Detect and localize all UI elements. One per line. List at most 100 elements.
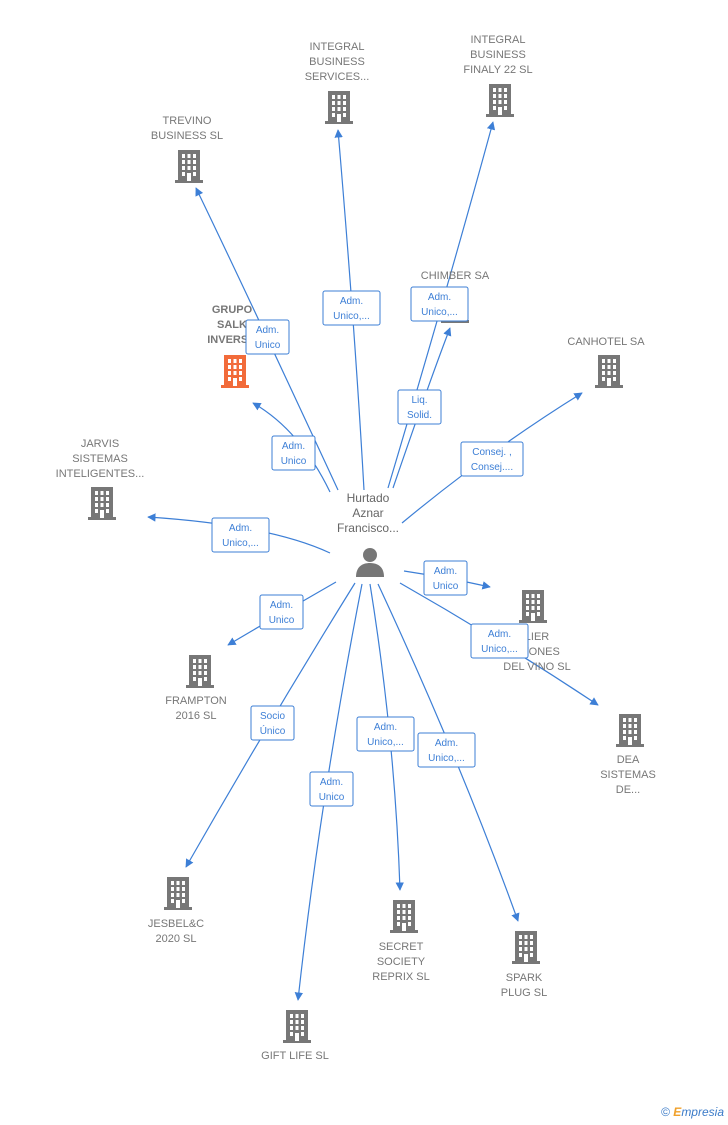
copyright-symbol: © — [661, 1105, 670, 1119]
edge-label-lier-utones[interactable]: Adm. Unico — [423, 560, 468, 596]
edge-label-frampton[interactable]: Adm.Unico — [259, 594, 304, 630]
company-label-line: SISTEMAS — [72, 453, 128, 465]
company-label-line: INTEGRAL — [309, 41, 364, 53]
company-label-line: JESBEL&C — [148, 918, 204, 930]
company-node-gift-life[interactable]: GIFT LIFE SL — [261, 1010, 329, 1062]
company-label-line: SECRET — [379, 941, 424, 953]
edge-label-box — [470, 623, 529, 659]
edge-label-line: Unico — [319, 792, 345, 803]
center-label-line: Hurtado — [347, 491, 390, 505]
company-label-line: INTELIGENTES... — [56, 468, 145, 480]
edge-label-line: Adm. — [374, 722, 397, 733]
building-icon — [595, 355, 623, 388]
edge-label-line: Adm. — [435, 738, 458, 749]
edge-label-box — [271, 435, 316, 471]
building-icon — [283, 1010, 311, 1043]
center-label-line: Francisco... — [337, 521, 399, 535]
company-label-line: BUSINESS SL — [151, 130, 223, 142]
edge-label-line: Liq. — [411, 395, 427, 406]
company-label-line: CHIMBER SA — [421, 270, 490, 282]
edge-label-line: Adm. — [270, 600, 293, 611]
edge-labels-layer: Adm. Unico,... Adm. Unico,... Adm. Unico Liq. S… — [211, 286, 529, 807]
edge-label-line: Adm. — [282, 441, 305, 452]
company-label-line: GIFT LIFE SL — [261, 1050, 329, 1062]
company-label-line: FRAMPTON — [165, 695, 227, 707]
company-node-chimber[interactable]: CHIMBER SA — [421, 270, 490, 323]
company-label-line: SALK — [217, 319, 247, 331]
edge-label-grupo-salk[interactable]: Adm. Unico — [271, 435, 316, 471]
edge-label-box — [309, 771, 354, 807]
edge-label-line: Consej.... — [471, 462, 513, 473]
edge-label-trevino-business[interactable]: Adm.Unico — [245, 319, 290, 355]
edge-label-line: Consej. , — [472, 447, 511, 458]
edge-label-box — [245, 319, 290, 355]
company-label-line: SERVICES... — [305, 71, 370, 83]
building-icon — [390, 900, 418, 933]
edge-label-integral-business-services[interactable]: Adm. Unico,... — [322, 290, 381, 326]
empresia-watermark: © Empresia — [661, 1105, 724, 1119]
edge-label-dea-sistemas[interactable]: Adm.Unico,... — [470, 623, 529, 659]
edge-label-line: Adm. — [434, 566, 457, 577]
edge-label-line: Socio — [260, 711, 285, 722]
company-label-line: 2016 SL — [176, 710, 217, 722]
company-label-line: INVERSO — [207, 334, 257, 346]
edge-label-line: Solid. — [407, 410, 432, 421]
company-label-line: TREVINO — [163, 115, 212, 127]
edge-label-box — [211, 517, 270, 553]
edge-label-box — [460, 441, 524, 477]
edge-label-box — [322, 290, 381, 326]
company-label-line: CANHOTEL SA — [567, 336, 645, 348]
building-icon — [616, 714, 644, 747]
company-label-line: GRUPO — [212, 304, 253, 316]
company-node-jesbel[interactable]: JESBEL&C 2020 SL — [148, 877, 204, 945]
edge-label-line: Adm. — [428, 292, 451, 303]
edge-label-gift-life[interactable]: Adm. Unico — [309, 771, 354, 807]
edge-label-secret-society[interactable]: Adm.Unico,... — [356, 716, 415, 752]
edge-label-box — [423, 560, 468, 596]
company-label-line: SPARK — [506, 972, 543, 984]
nodes-layer: INTEGRALBUSINESSSERVICES...INTEGRALBUSIN… — [56, 34, 656, 1062]
brand-name: mpresia — [681, 1105, 724, 1119]
center-person-node[interactable]: Hurtado Aznar Francisco... — [337, 491, 399, 577]
company-label-line: DEL VINO SL — [503, 661, 570, 673]
company-node-grupo-salk[interactable]: GRUPO SALK INVERSO — [207, 304, 257, 388]
edge-label-line: Unico,... — [333, 311, 370, 322]
building-icon — [88, 487, 116, 520]
edge-label-spark-plug[interactable]: Adm. Unico,... — [417, 732, 476, 768]
edge-label-integral-business-finaly[interactable]: Adm. Unico,... — [410, 286, 469, 322]
edge-label-line: Adm. — [340, 296, 363, 307]
company-label-line: FINALY 22 SL — [463, 64, 532, 76]
edge-label-jarvis[interactable]: Adm.Unico,... — [211, 517, 270, 553]
company-node-integral-business-services[interactable]: INTEGRALBUSINESSSERVICES... — [305, 41, 370, 124]
building-icon — [512, 931, 540, 964]
company-node-jarvis[interactable]: JARVISSISTEMASINTELIGENTES... — [56, 438, 145, 520]
company-label-line: SISTEMAS — [600, 769, 656, 781]
company-label-line: DEA — [617, 754, 640, 766]
edge-label-box — [250, 705, 295, 741]
edge-label-line: Adm. — [229, 523, 252, 534]
company-node-canhotel[interactable]: CANHOTEL SA — [567, 336, 645, 388]
edge-label-line: Unico,... — [428, 753, 465, 764]
company-label-line: REPRIX SL — [372, 971, 429, 983]
edge-label-box — [356, 716, 415, 752]
company-node-dea-sistemas[interactable]: DEA SISTEMAS DE... — [600, 714, 656, 796]
company-node-trevino-business[interactable]: TREVINO BUSINESS SL — [151, 115, 223, 183]
edge-label-box — [417, 732, 476, 768]
company-label-line: 2020 SL — [156, 933, 197, 945]
edge-label-line: Unico — [433, 581, 459, 592]
edge-label-line: Unico — [281, 456, 307, 467]
edge-label-line: Unico,... — [421, 307, 458, 318]
building-icon — [486, 84, 514, 117]
edge-label-chimber[interactable]: Liq. Solid. — [397, 389, 442, 425]
company-node-frampton[interactable]: FRAMPTON 2016 SL — [165, 655, 227, 722]
building-icon — [325, 91, 353, 124]
edge-label-canhotel[interactable]: Consej. , Consej.... — [460, 441, 524, 477]
edge-label-line: Adm. — [488, 629, 511, 640]
company-label-line: DE... — [616, 784, 640, 796]
edge-label-line: Adm. — [320, 777, 343, 788]
